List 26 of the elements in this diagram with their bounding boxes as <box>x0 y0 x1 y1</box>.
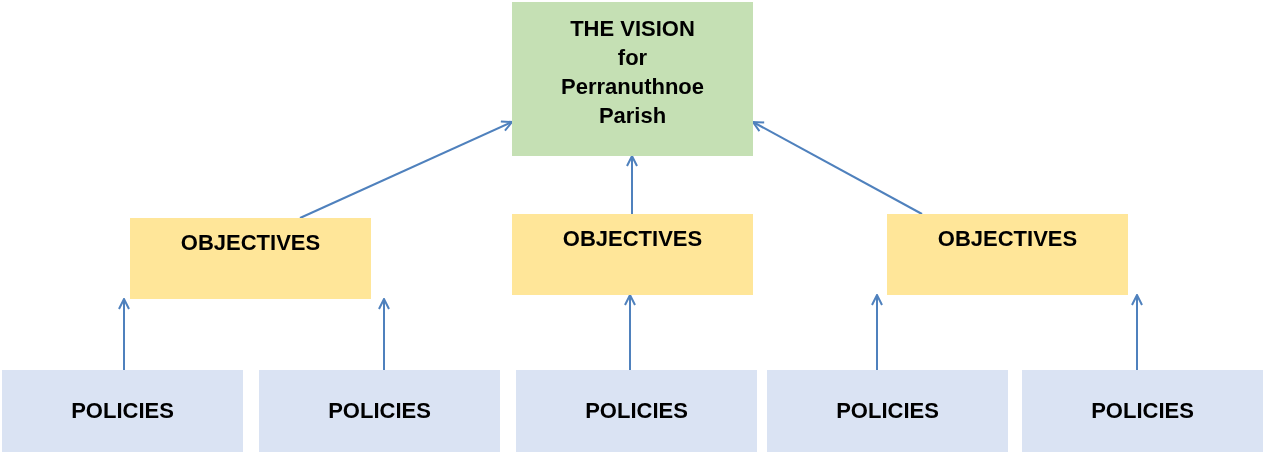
box-label: POLICIES <box>328 398 431 424</box>
box-label: POLICIES <box>836 398 939 424</box>
box-label: OBJECTIVES <box>562 226 703 252</box>
policy-box <box>516 370 757 452</box>
policy-box <box>2 370 243 452</box>
arrow <box>871 294 883 371</box>
box-label: OBJECTIVES <box>937 226 1078 252</box>
arrow <box>118 298 130 371</box>
arrow <box>1131 294 1143 371</box>
vision-box <box>512 2 753 156</box>
policy-box <box>767 370 1008 452</box>
arrow <box>752 121 923 215</box>
box-label: OBJECTIVES <box>180 230 321 256</box>
arrow <box>626 155 638 215</box>
box-label: POLICIES <box>71 398 174 424</box>
arrow <box>378 298 390 371</box>
box-label: POLICIES <box>1091 398 1194 424</box>
objective-box <box>512 214 753 295</box>
policy-box <box>1022 370 1263 452</box>
objective-box <box>887 214 1128 295</box>
box-label: THE VISION for Perranuthnoe Parish <box>561 15 704 130</box>
arrow <box>299 120 513 219</box>
policy-box <box>259 370 500 452</box>
arrow <box>624 294 636 371</box>
box-label: POLICIES <box>585 398 688 424</box>
objective-box <box>130 218 371 299</box>
